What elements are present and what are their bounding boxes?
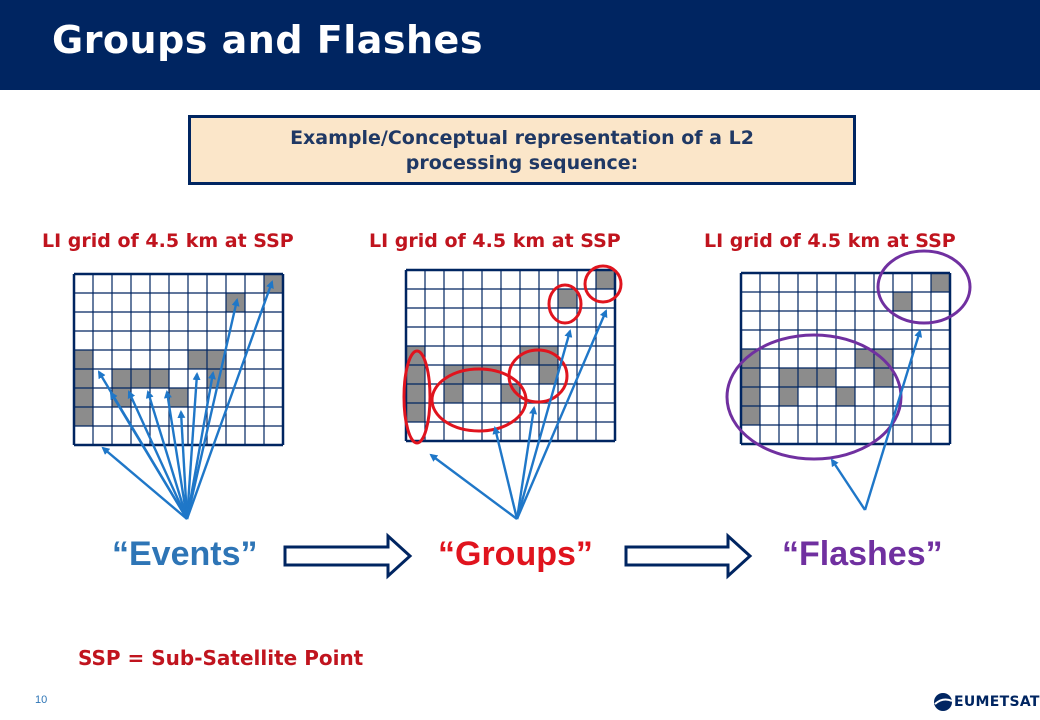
logo-text: EUMETSAT xyxy=(954,694,1040,710)
grid-label-flashes: LI grid of 4.5 km at SSP xyxy=(704,230,956,252)
filled-cell xyxy=(779,368,798,387)
grid-label-events: LI grid of 4.5 km at SSP xyxy=(42,230,294,252)
filled-cell xyxy=(264,274,283,293)
filled-cell xyxy=(169,388,188,407)
eumetsat-logo-icon xyxy=(934,693,953,711)
pointer-arrow xyxy=(163,390,189,520)
example-box-line2: processing sequence: xyxy=(405,152,639,174)
slide-title: Groups and Flashes xyxy=(52,18,483,62)
filled-cell xyxy=(406,365,425,384)
flow-arrow xyxy=(283,532,413,580)
pointer-arrow xyxy=(830,458,867,511)
pointer-arrow xyxy=(109,391,189,520)
grid-label-groups: LI grid of 4.5 km at SSP xyxy=(369,230,621,252)
filled-cell xyxy=(836,387,855,406)
filled-cell xyxy=(741,368,760,387)
pointer-arrow xyxy=(492,426,519,520)
group-ring xyxy=(547,283,583,325)
pointer-arrow xyxy=(863,329,923,511)
rings-layer xyxy=(402,249,972,461)
grid-events xyxy=(72,272,285,447)
filled-cell xyxy=(150,369,169,388)
grid-flashes xyxy=(739,271,952,446)
flash-ring xyxy=(725,333,903,461)
pointer-arrow xyxy=(127,390,189,520)
filled-cell xyxy=(131,369,150,388)
pointer-arrow xyxy=(515,329,573,520)
filled-cell xyxy=(741,349,760,368)
pointer-arrow xyxy=(145,390,189,520)
pointer-arrow xyxy=(185,372,201,520)
pointer-arrow xyxy=(515,406,538,520)
pointer-arrow xyxy=(515,309,608,520)
filled-cell xyxy=(74,350,93,369)
filled-cell xyxy=(741,406,760,425)
arrows-layer xyxy=(97,280,923,520)
filled-cell xyxy=(539,365,558,384)
filled-cell xyxy=(798,368,817,387)
filled-cell xyxy=(558,289,577,308)
filled-cell xyxy=(112,369,131,388)
filled-cell xyxy=(501,384,520,403)
filled-cell xyxy=(188,350,207,369)
group-ring xyxy=(402,349,432,445)
stage-label-events: “Events” xyxy=(112,535,258,573)
filled-cell xyxy=(931,273,950,292)
filled-cell xyxy=(817,368,836,387)
group-ring xyxy=(583,264,623,304)
flash-ring xyxy=(876,249,972,325)
pointer-arrow xyxy=(101,446,188,520)
filled-cell xyxy=(874,368,893,387)
filled-cell xyxy=(779,387,798,406)
filled-cell xyxy=(74,407,93,426)
page-number: 10 xyxy=(35,694,48,706)
filled-cell xyxy=(444,384,463,403)
header-bar: Groups and Flashes xyxy=(0,0,1040,90)
pointer-arrow xyxy=(185,280,274,520)
grid-groups xyxy=(404,268,617,443)
filled-cell xyxy=(596,270,615,289)
filled-cell xyxy=(855,349,874,368)
filled-cell xyxy=(893,292,912,311)
filled-cell xyxy=(741,387,760,406)
stage-label-flashes: “Flashes” xyxy=(782,535,943,573)
flow-arrow xyxy=(624,532,753,580)
filled-cell xyxy=(74,388,93,407)
flow-arrows-layer xyxy=(283,532,753,580)
filled-cell xyxy=(406,384,425,403)
pointer-arrow xyxy=(429,453,518,520)
stage-label-groups: “Groups” xyxy=(438,535,593,573)
group-ring xyxy=(507,348,569,404)
example-box-text: Example/Conceptual representation of a L… xyxy=(191,126,853,176)
pointer-arrow xyxy=(185,298,240,520)
example-box: Example/Conceptual representation of a L… xyxy=(188,115,856,185)
pointer-arrow xyxy=(177,410,189,520)
filled-cell xyxy=(74,369,93,388)
filled-cell xyxy=(406,403,425,422)
footnote: SSP = Sub-Satellite Point xyxy=(78,646,364,670)
example-box-line1: Example/Conceptual representation of a L… xyxy=(290,127,754,149)
